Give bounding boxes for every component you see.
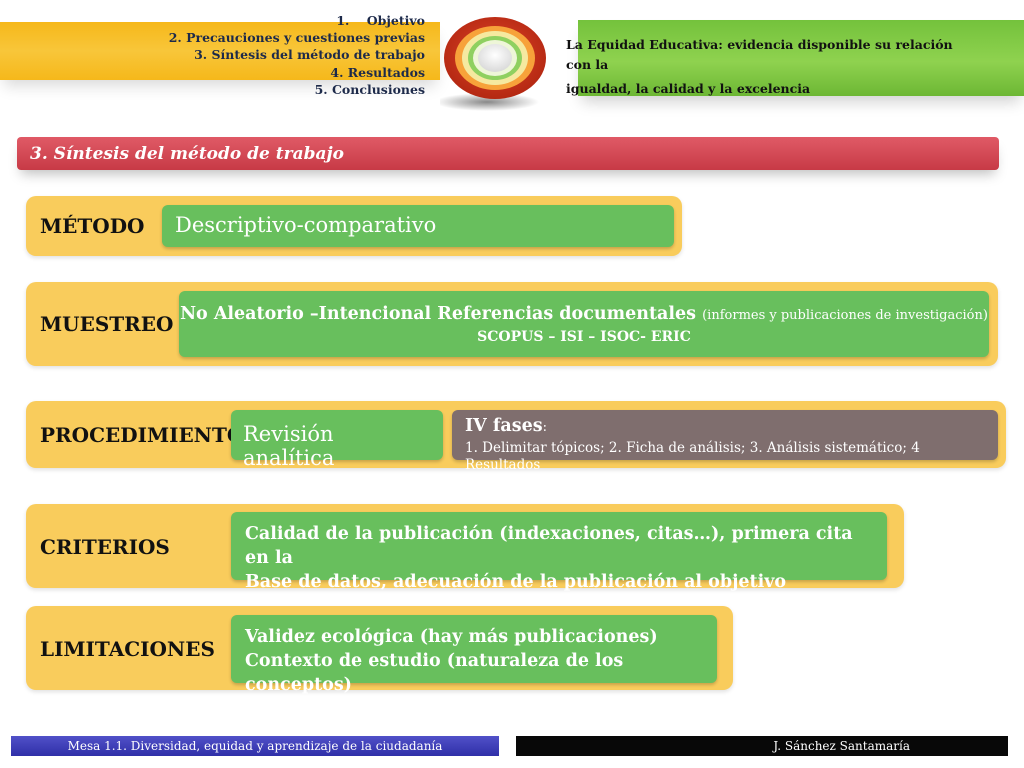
muestreo-sources: SCOPUS – ISI – ISOC- ERIC xyxy=(477,329,691,345)
phases-box: IV fases: 1. Delimitar tópicos; 2. Ficha… xyxy=(452,410,998,473)
criterios-value-box: Calidad de la publicación (indexaciones,… xyxy=(231,512,887,616)
muestreo-main: No Aleatorio –Intencional Referencias do… xyxy=(180,304,697,324)
muestreo-value-box: No Aleatorio –Intencional Referencias do… xyxy=(179,291,989,357)
section-title-bar: 3. Síntesis del método de trabajo xyxy=(17,137,999,170)
label-procedimiento: PROCEDIMIENTO xyxy=(40,423,245,447)
presentation-title-line1: La Equidad Educativa: evidencia disponib… xyxy=(566,37,953,72)
toc-item-conclusiones[interactable]: 5. Conclusiones xyxy=(314,81,425,97)
criterios-line1: Calidad de la publicación (indexaciones,… xyxy=(245,524,853,568)
footer-author: J. Sánchez Santamaría xyxy=(516,736,1008,756)
label-muestreo: MUESTREO xyxy=(40,312,174,336)
phases-list: 1. Delimitar tópicos; 2. Ficha de anális… xyxy=(465,440,920,473)
toc-item-resultados[interactable]: 4. Resultados xyxy=(330,64,425,80)
limitaciones-value-box: Validez ecológica (hay más publicaciones… xyxy=(231,615,717,695)
label-metodo: MÉTODO xyxy=(40,214,145,238)
phases-title: IV fases xyxy=(465,416,543,436)
muestreo-note: (informes y publicaciones de investigaci… xyxy=(702,308,988,323)
table-of-contents: 1. Objetivo 2. Precauciones y cuestiones… xyxy=(150,12,425,98)
concentric-rings-logo-icon xyxy=(435,14,550,114)
toc-item-precauciones[interactable]: 2. Precauciones y cuestiones previas xyxy=(168,30,425,46)
procedimiento-value: Revisión analítica xyxy=(243,422,335,470)
label-criterios: CRITERIOS xyxy=(40,535,170,559)
phases-colon: : xyxy=(542,420,547,435)
metodo-value-box: Descriptivo-comparativo xyxy=(162,205,674,247)
procedimiento-value-box: Revisión analítica xyxy=(231,410,443,470)
footer-session: Mesa 1.1. Diversidad, equidad y aprendiz… xyxy=(11,736,499,756)
presentation-title-line2: igualdad, la calidad y la excelencia xyxy=(566,81,811,96)
metodo-value: Descriptivo-comparativo xyxy=(175,213,437,237)
limitaciones-line2: Contexto de estudio (naturaleza de los c… xyxy=(245,651,624,695)
toc-item-objetivo[interactable]: 1. Objetivo xyxy=(336,13,425,28)
toc-item-sintesis[interactable]: 3. Síntesis del método de trabajo xyxy=(194,47,425,63)
limitaciones-line1: Validez ecológica (hay más publicaciones… xyxy=(245,627,658,647)
presentation-title: La Equidad Educativa: evidencia disponib… xyxy=(566,35,976,103)
header-green-band xyxy=(578,20,1024,96)
header-yellow-band xyxy=(0,22,440,80)
label-limitaciones: LIMITACIONES xyxy=(40,637,215,661)
